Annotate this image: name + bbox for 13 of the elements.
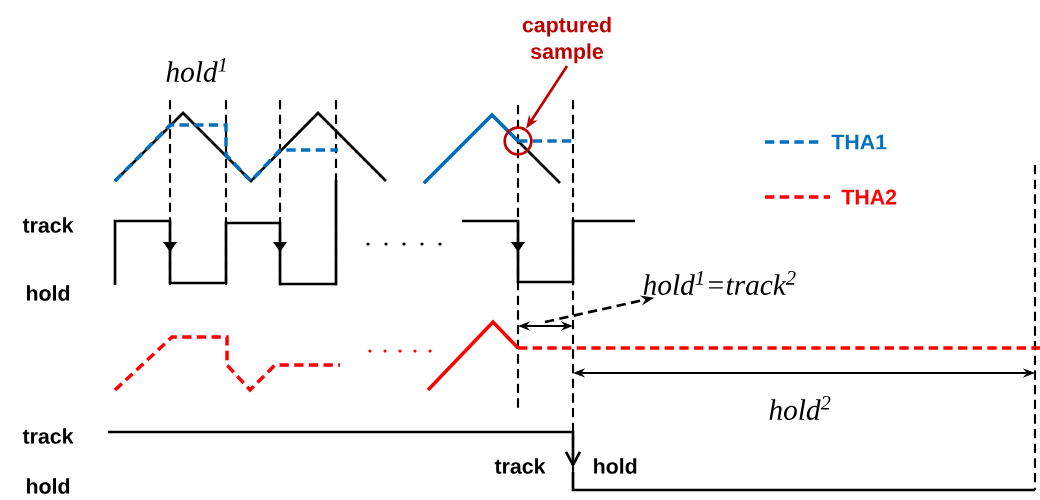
math-label: hold$^{2}$ [769, 396, 831, 420]
formula-label: hold$^{1}$=track$^{2}$ [643, 271, 796, 295]
math-label: hold$^{1}$ [166, 58, 226, 82]
signal-label: hold [594, 458, 637, 474]
circle-marker [503, 126, 533, 156]
signal-label: track [22, 428, 74, 444]
signal-label: track [494, 458, 546, 474]
signal-label: hold [27, 478, 70, 494]
callout-text: captured sample [522, 16, 611, 64]
signal-label: track [22, 217, 74, 233]
legend-label: THA1 [831, 134, 887, 150]
signal-label: hold [27, 285, 70, 301]
legend-label: THA2 [841, 189, 897, 205]
